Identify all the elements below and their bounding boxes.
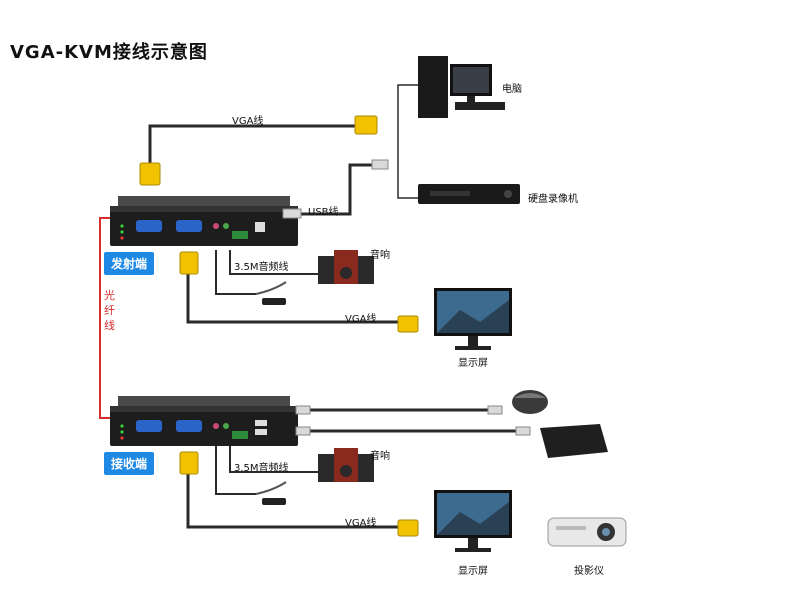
label-projector: 投影仪: [574, 566, 604, 577]
microphone-icon-rx: [255, 481, 287, 505]
monitor-icon-rx: [434, 490, 512, 552]
microphone-icon-tx: [255, 281, 287, 305]
cable-usb: [300, 163, 378, 216]
fiber-label: 光纤线: [104, 289, 115, 332]
keyboard-icon: [540, 424, 608, 458]
receiver-box: [110, 396, 298, 446]
label-monitor-rx: 显示屏: [458, 566, 488, 577]
cable-audio-tx: [229, 250, 318, 275]
label-vga-top: VGA线: [232, 116, 264, 127]
cable-vga-display-tx: [186, 274, 400, 324]
label-speaker-rx: 音响: [370, 451, 390, 462]
label-computer: 电脑: [502, 84, 522, 95]
cable-audio-rx: [229, 446, 318, 473]
computer-icon: [418, 56, 505, 118]
label-usb: USB线: [308, 207, 339, 218]
label-vga-display-tx: VGA线: [345, 314, 377, 325]
speaker-icon-rx: [318, 448, 374, 482]
cable-vga-display-rx: [186, 472, 400, 529]
label-monitor-tx: 显示屏: [458, 358, 488, 369]
transmitter-tag: 发射端: [104, 252, 155, 275]
cable-vga-top: [148, 124, 360, 165]
diagram-title: VGA-KVM接线示意图: [10, 42, 208, 63]
label-audio-rx: 3.5M音频线: [234, 463, 289, 474]
label-audio-tx: 3.5M音频线: [234, 262, 289, 273]
speaker-icon-tx: [318, 250, 374, 284]
receiver-tag: 接收端: [104, 452, 155, 475]
mouse-icon: [512, 390, 548, 414]
label-vga-display-rx: VGA线: [345, 518, 377, 529]
transmitter-box: [110, 196, 298, 246]
monitor-icon-tx: [434, 288, 512, 350]
label-speaker-tx: 音响: [370, 250, 390, 261]
label-dvr: 硬盘录像机: [528, 194, 578, 205]
device-bracket: [397, 84, 418, 199]
projector-icon: [547, 517, 627, 547]
dvr-icon: [418, 184, 520, 204]
